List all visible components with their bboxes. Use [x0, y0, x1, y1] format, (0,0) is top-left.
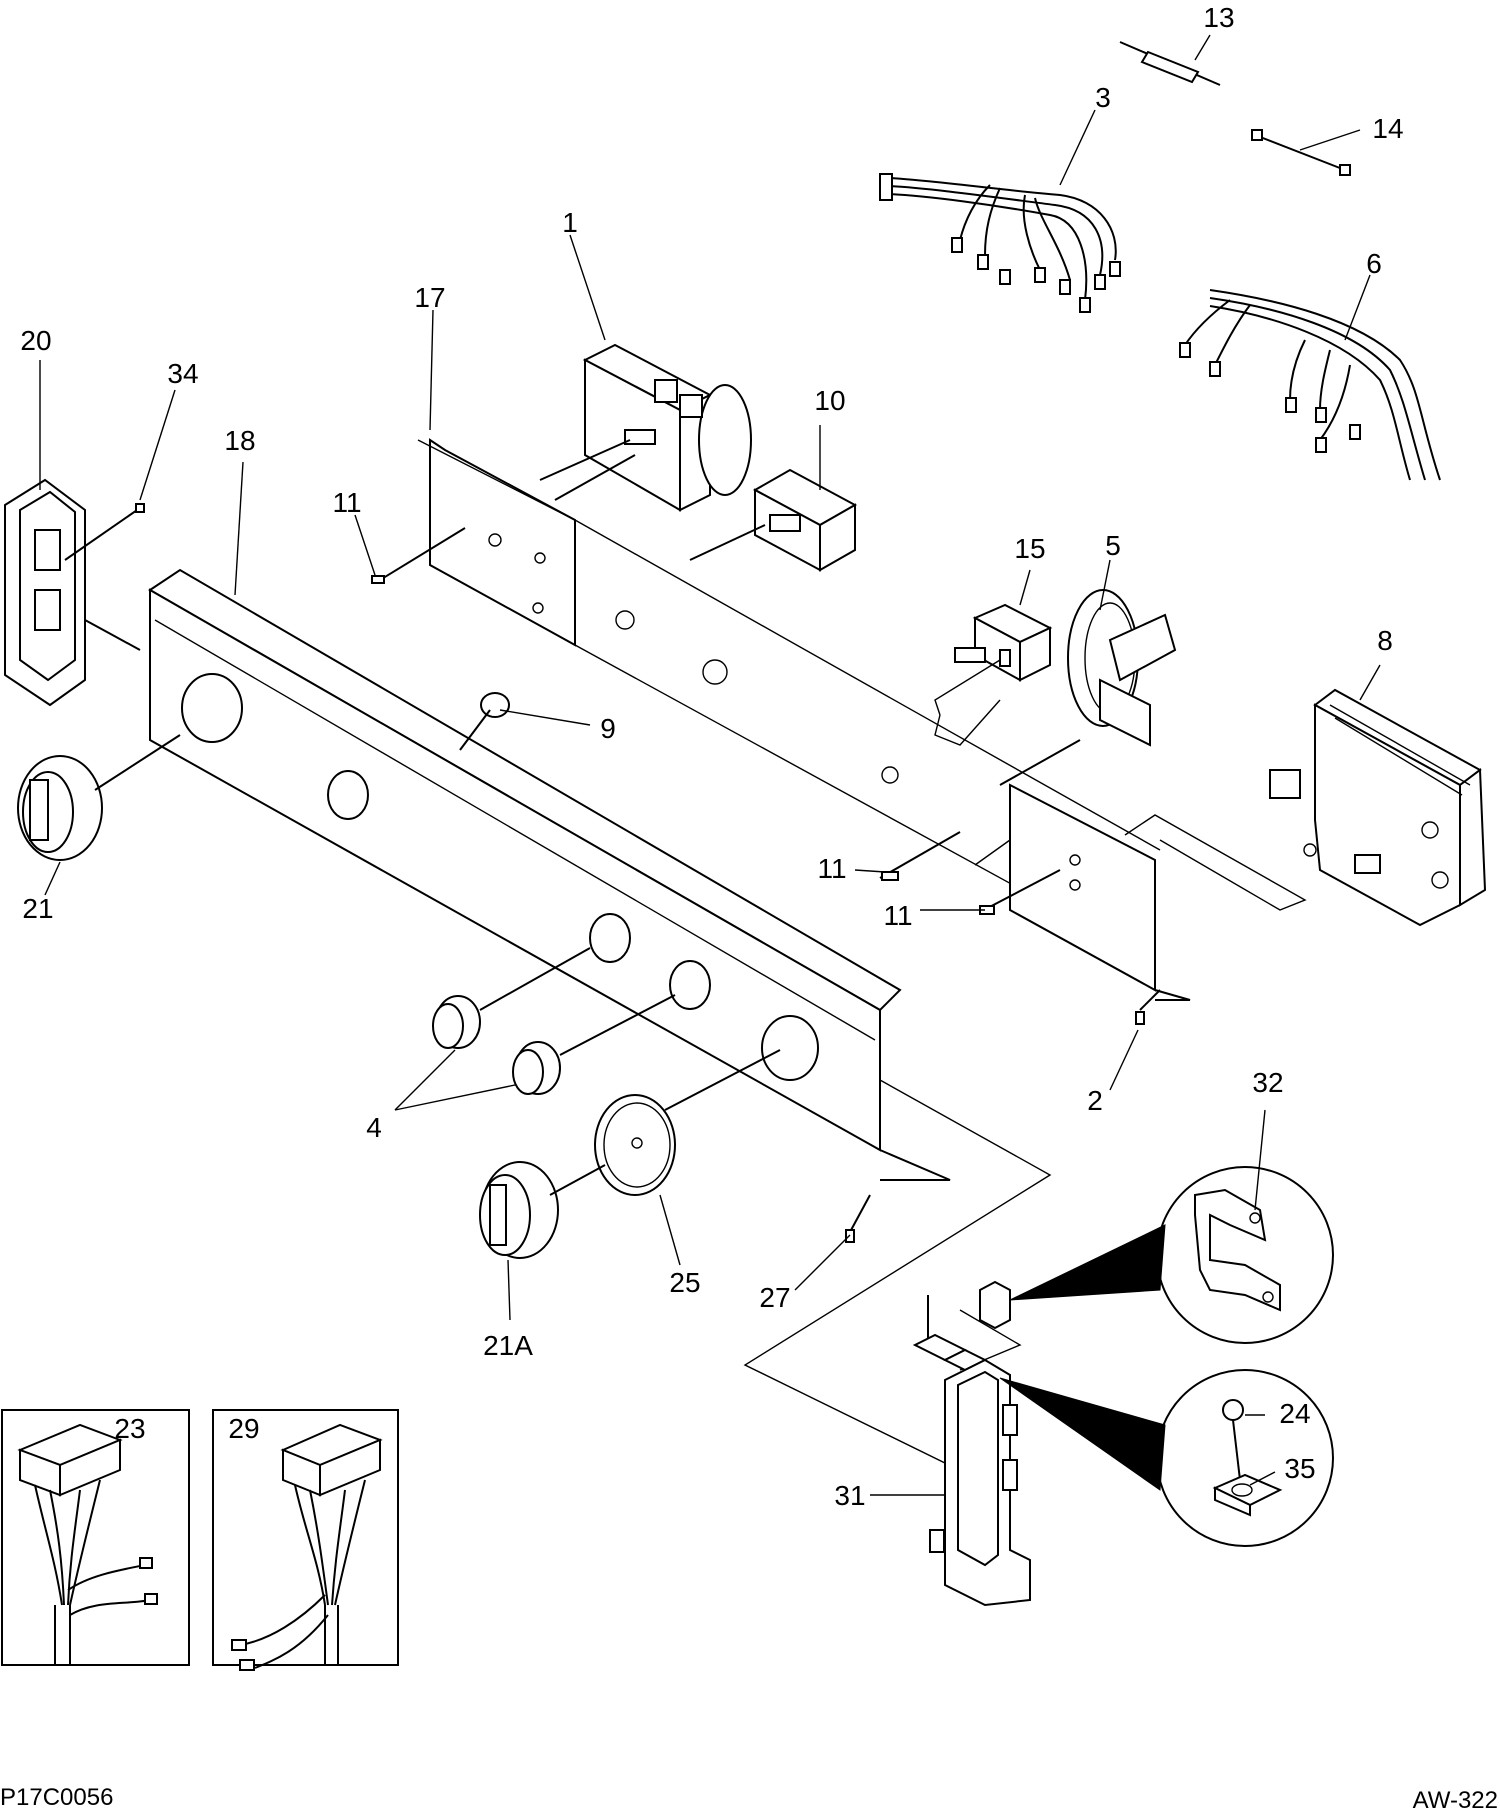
- callout-13: 13: [1203, 2, 1234, 33]
- diagram-code-right: AW-322: [1413, 1787, 1498, 1813]
- callout-24: 24: [1279, 1398, 1310, 1429]
- detail-circle-part-24-35: [999, 1369, 1334, 1547]
- callout-31: 31: [834, 1480, 865, 1511]
- inset-box-part-23: [1, 1409, 190, 1666]
- callout-6: 6: [1366, 248, 1382, 279]
- end-cap-part-31: [929, 1358, 1031, 1607]
- callout-29: 29: [228, 1413, 259, 1444]
- inset-box-part-29: [212, 1409, 399, 1671]
- callout-17: 17: [414, 282, 445, 313]
- callout-8: 8: [1377, 625, 1393, 656]
- jumper-part-13: [1119, 41, 1221, 86]
- control-panel-part-18: [148, 568, 951, 1181]
- leader-lines: [39, 34, 1381, 1496]
- screw-part-11-mid: [879, 831, 961, 881]
- callout-34: 34: [167, 358, 198, 389]
- callout-labels: 1 2 3 4 5 6 8 9 10 11 11 11 13 14 15 17 …: [20, 2, 1403, 1511]
- callout-14: 14: [1372, 113, 1403, 144]
- screw-part-27: [845, 1194, 871, 1243]
- switch-part-15: [954, 603, 1053, 682]
- end-cap-part-20: [4, 478, 141, 707]
- screw-part-11-upper: [371, 527, 466, 584]
- callout-4: 4: [366, 1112, 382, 1143]
- valve-part-8: [1269, 688, 1487, 927]
- callout-2: 2: [1087, 1085, 1103, 1116]
- callout-21A: 21A: [483, 1330, 533, 1361]
- callout-21: 21: [22, 893, 53, 924]
- timer-part-1: [539, 343, 752, 512]
- callout-25: 25: [669, 1267, 700, 1298]
- jumper-part-14: [1251, 129, 1351, 176]
- knob-part-4b: [512, 994, 676, 1095]
- callout-20: 20: [20, 325, 51, 356]
- harness-part-6: [1179, 289, 1441, 481]
- side-bracket-right: [1009, 783, 1191, 1001]
- callout-9: 9: [600, 713, 616, 744]
- knob-part-4a: [432, 947, 591, 1049]
- screw-part-34: [64, 503, 145, 561]
- knob-part-21A: [479, 1161, 606, 1259]
- callout-5: 5: [1105, 530, 1121, 561]
- detail-circle-part-32: [1009, 1166, 1334, 1344]
- switch-part-10: [689, 468, 858, 572]
- callout-11-upper: 11: [332, 487, 361, 518]
- callout-11-mid: 11: [817, 853, 846, 884]
- bushing-part-9: [459, 692, 510, 751]
- callout-35: 35: [1284, 1453, 1315, 1484]
- pressure-switch-part-5: [999, 589, 1177, 786]
- callout-15: 15: [1014, 533, 1045, 564]
- screw-part-2: [1135, 989, 1161, 1025]
- knob-part-21: [17, 734, 181, 861]
- callout-1: 1: [562, 207, 578, 238]
- callout-11-low: 11: [883, 900, 912, 931]
- callout-10: 10: [814, 385, 845, 416]
- clip-assembly: [912, 1280, 1011, 1372]
- callout-27: 27: [759, 1282, 790, 1313]
- callout-32: 32: [1252, 1067, 1283, 1098]
- callout-23: 23: [114, 1413, 145, 1444]
- diagram-code-left: P17C0056: [0, 1784, 113, 1811]
- harness-part-3: [879, 173, 1121, 313]
- skirt-part-25: [594, 1049, 781, 1196]
- callout-3: 3: [1095, 82, 1111, 113]
- bracket-part-17: [417, 438, 1161, 961]
- callout-18: 18: [224, 425, 255, 456]
